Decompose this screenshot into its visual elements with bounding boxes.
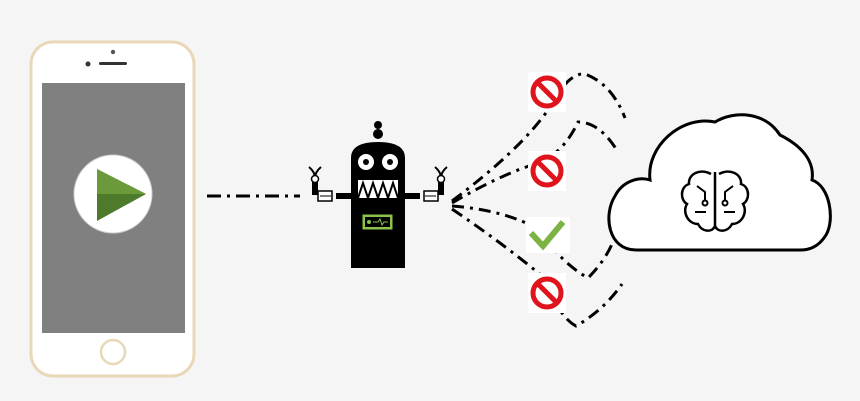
no-entry-icon — [528, 151, 566, 191]
no-entry-icon — [528, 273, 566, 313]
check-mark-icon — [526, 217, 570, 253]
brain-icon — [680, 170, 750, 232]
robot-icon — [308, 121, 448, 268]
request-path-1 — [451, 72, 627, 203]
smartphone-icon — [29, 40, 196, 378]
cloud-icon — [607, 113, 832, 252]
home-button — [99, 338, 127, 366]
request-path-2 — [451, 120, 620, 205]
play-icon — [73, 154, 153, 234]
no-entry-icon — [528, 72, 566, 112]
